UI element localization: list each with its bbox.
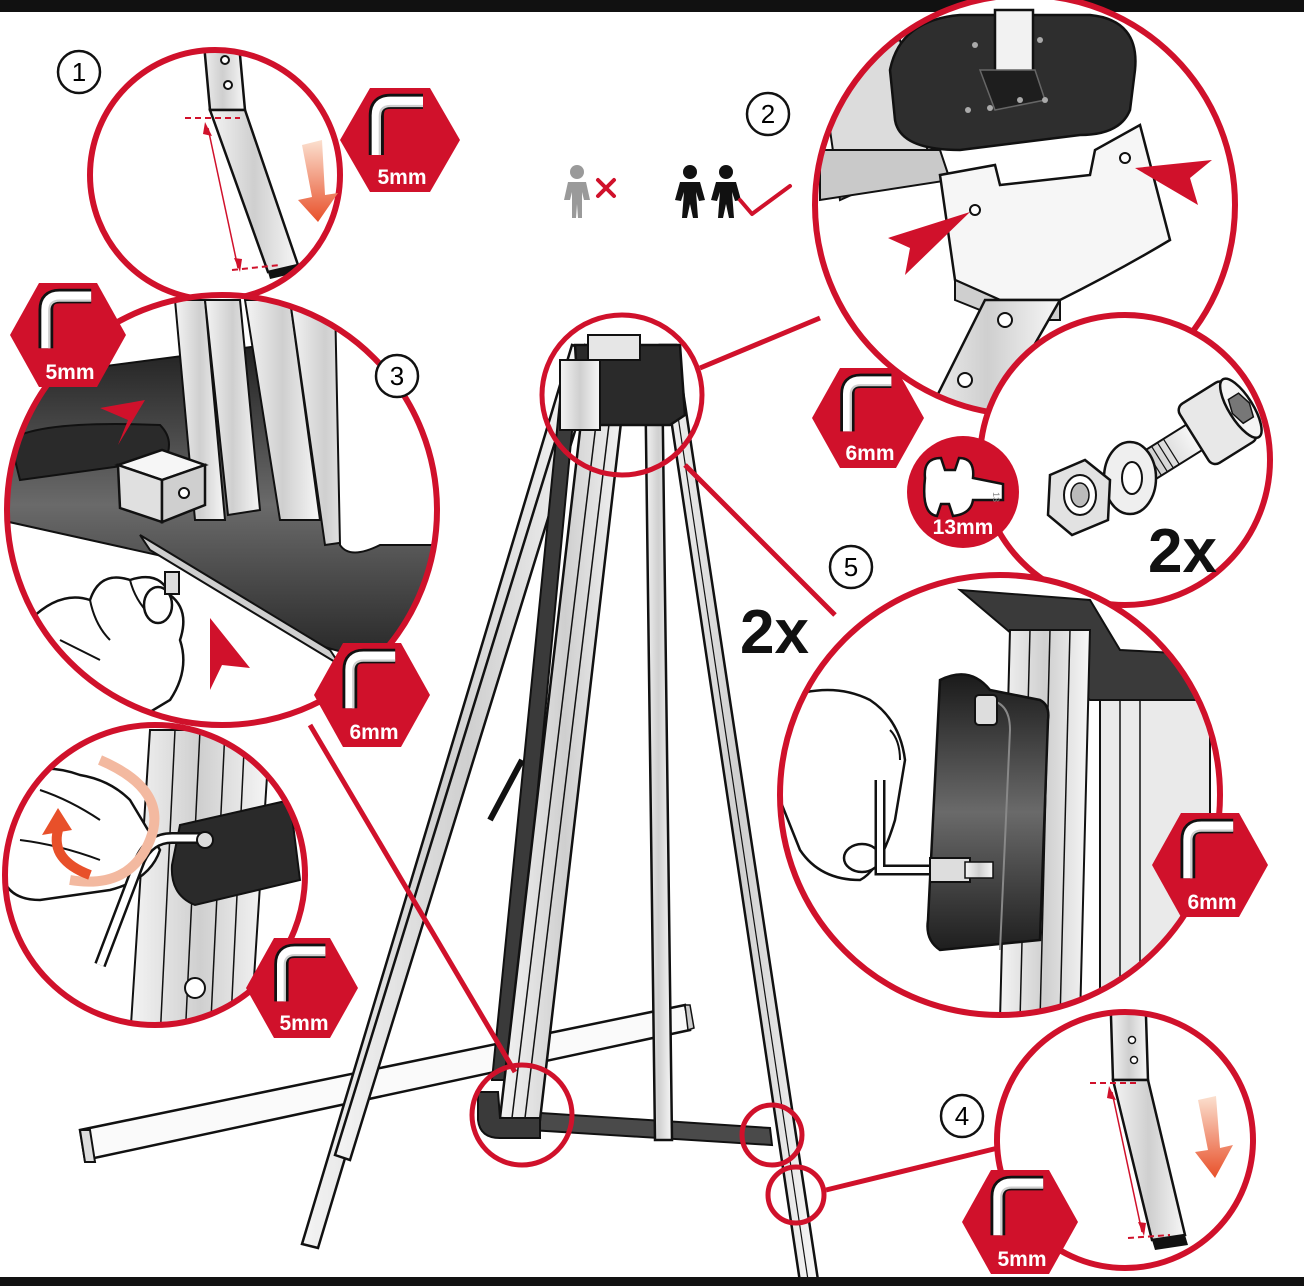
step-3-detail: 3 5mm 6mm (4, 283, 440, 747)
step-2-hex-label: 6mm (845, 442, 894, 465)
bottom-bar (0, 1277, 1304, 1286)
step-4-detail: 4 5mm (939, 1009, 1256, 1274)
step-5-tool-label: 6mm (1187, 891, 1236, 914)
arrow-icon (298, 140, 338, 222)
step-2-multiplier: 2x (1148, 517, 1217, 586)
callout-marker-leg (765, 1164, 827, 1226)
step-5-number: 5 (844, 552, 858, 582)
step-3-tool-turn-label: 5mm (279, 1012, 328, 1035)
wrench-size-mark: 13 (991, 492, 1001, 502)
step-4-tool-label: 5mm (997, 1248, 1046, 1271)
step-1-tool-label: 5mm (377, 166, 426, 189)
step-1-number: 1 (72, 57, 86, 87)
step-2-number: 2 (761, 99, 775, 129)
callout-marker-head (539, 312, 705, 478)
step-1-detail: 1 5mm (56, 47, 460, 303)
step-3-turn-detail: 5mm (2, 722, 358, 1038)
two-people-check-icon (675, 165, 741, 218)
step-2-wrench-label: 13mm (933, 516, 994, 539)
step-3-number: 3 (390, 361, 404, 391)
step-2-hardware: 2x (977, 312, 1273, 608)
callout-marker-foot (469, 1062, 575, 1168)
step-4-number: 4 (955, 1101, 969, 1131)
wrench-icon: 13 (923, 456, 1005, 518)
single-person-crossed-icon (564, 165, 590, 218)
step-5-multiplier: 2x (740, 598, 809, 667)
step-5-detail: 5 2x 6mm (740, 544, 1268, 1018)
callout-connectors (307, 315, 999, 1193)
step-3-tool-top-label: 5mm (45, 361, 94, 384)
people-requirement: 2 (564, 91, 792, 218)
step-2-tools: 6mm 13 13mm (812, 368, 1019, 548)
step-3-tool-bottom-label: 6mm (349, 721, 398, 744)
step-2-detail (812, 0, 1238, 418)
callout-markers (469, 312, 827, 1226)
easel-illustration (78, 334, 820, 1284)
callout-marker-brace (739, 1102, 805, 1168)
